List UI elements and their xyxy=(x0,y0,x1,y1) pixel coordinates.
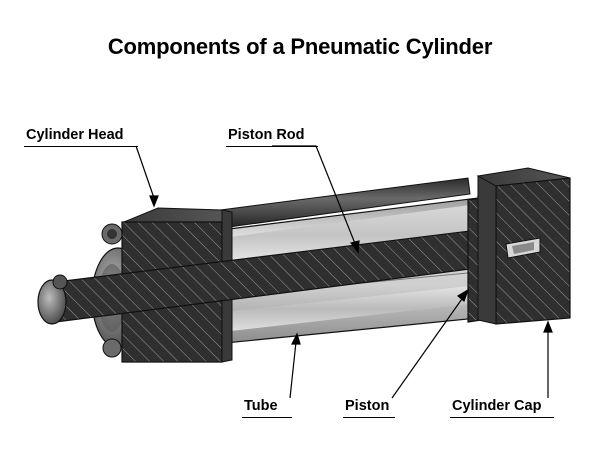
label-tube: Tube xyxy=(244,398,278,414)
underline-piston-rod xyxy=(226,146,318,148)
underline-cylinder-head xyxy=(24,146,138,148)
label-cylinder-cap: Cylinder Cap xyxy=(452,398,542,414)
underline-piston xyxy=(343,417,395,419)
label-piston-rod: Piston Rod xyxy=(228,127,305,143)
underline-cylinder-cap xyxy=(450,417,554,419)
cylinder-cap-block xyxy=(476,167,571,325)
label-cylinder-head: Cylinder Head xyxy=(26,127,124,143)
diagram-title: Components of a Pneumatic Cylinder xyxy=(107,34,493,59)
label-piston: Piston xyxy=(345,398,390,414)
underline-tube xyxy=(242,417,292,419)
